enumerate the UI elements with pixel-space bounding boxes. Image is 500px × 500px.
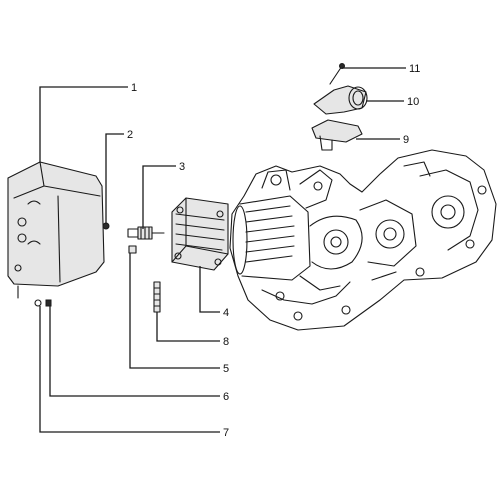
leader-line-7 [39,306,220,433]
clamp-screw-part [329,63,345,85]
callout-10: 10 [407,96,419,108]
callout-9: 9 [403,134,409,146]
callout-6: 6 [223,391,229,403]
callout-4: 4 [223,307,229,319]
leader-line-2 [105,133,124,224]
callout-1: 1 [131,82,137,94]
callout-5: 5 [223,363,229,375]
callout-3: 3 [179,161,185,173]
callout-2: 2 [127,129,133,141]
leader-line-1 [39,86,128,162]
leader-line-8 [156,312,220,342]
nut-part [128,245,137,254]
leader-lines [39,67,406,433]
callout-7: 7 [223,427,229,439]
screw-washer-part [17,285,52,307]
leader-line-3 [142,165,176,229]
callout-labels: 1 2 3 4 5 6 7 8 9 10 11 [127,63,420,439]
callout-8: 8 [223,336,229,348]
engine-crankcase-assembly [229,149,497,331]
spark-plug-part [127,226,165,240]
leader-line-6 [49,306,220,397]
cooling-shroud-part [7,161,105,287]
leader-line-5 [129,253,220,369]
leader-line-4 [199,266,220,313]
callout-11: 11 [409,63,420,75]
stud-bolt-part [153,281,161,313]
cylinder-head-part [171,197,229,271]
reed-valve-part [311,119,363,151]
intake-manifold-part [313,85,368,115]
